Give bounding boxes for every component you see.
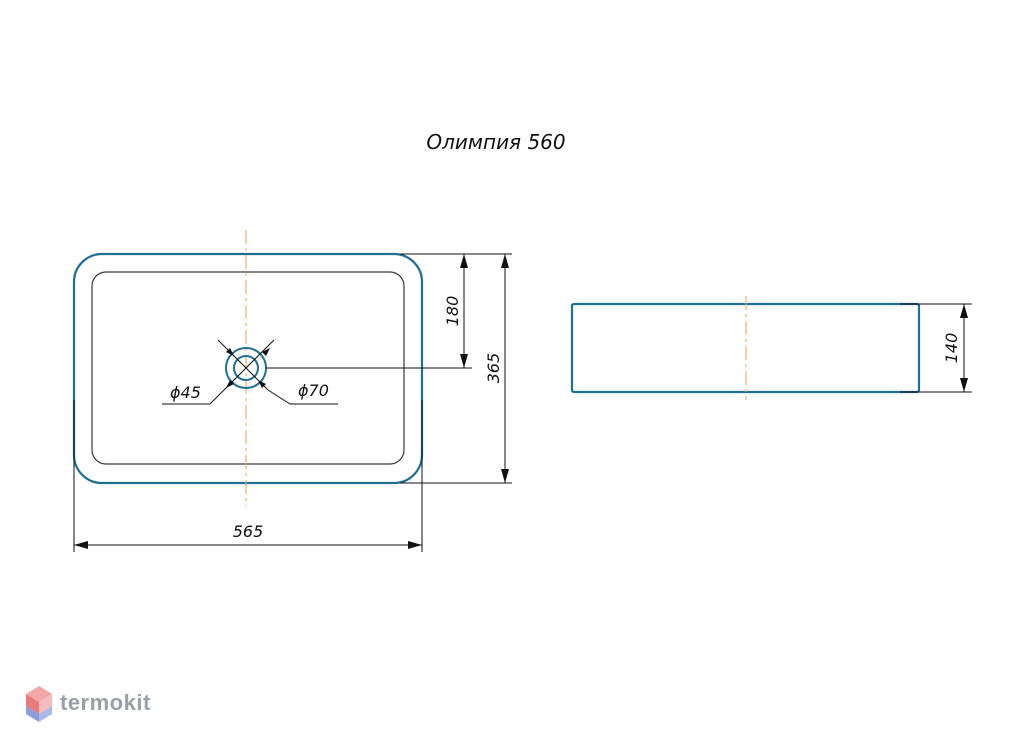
drain-inner-diameter-label: ϕ45 [170, 383, 201, 402]
drain-arrow-b [258, 380, 266, 388]
drain-arrow-c [262, 348, 270, 356]
drain-leader-kink [267, 389, 291, 405]
drain-inner-circle [233, 355, 259, 381]
drawing-title: Олимпия 560 [426, 130, 565, 154]
dimension-label-365: 365 [484, 353, 503, 384]
drain-outer-diameter-label: ϕ70 [298, 381, 329, 400]
drain-arrow-d [226, 380, 234, 388]
side-view: 140 [570, 296, 972, 400]
dim-365-arrow-top [501, 254, 509, 268]
dimension-label-565: 565 [233, 522, 264, 541]
dimension-label-180: 180 [443, 296, 462, 327]
dim-365-arrow-bottom [501, 469, 509, 483]
drain-leader-diagonal-b [209, 339, 275, 405]
drain-arrow-a [226, 348, 234, 356]
top-view: ϕ45 ϕ70 180 365 565 [72, 230, 512, 552]
brand-name: termokit [60, 690, 151, 715]
dim-140-arrow-top [960, 304, 968, 318]
dim-565-arrow-right [408, 541, 422, 549]
dim-180-arrow-bottom [460, 354, 468, 368]
dimension-label-140: 140 [942, 333, 961, 364]
dim-565-arrow-left [74, 541, 88, 549]
termokit-logo-icon [26, 686, 52, 722]
dim-180-arrow-top [460, 254, 468, 268]
dim-140-arrow-bottom [960, 378, 968, 392]
